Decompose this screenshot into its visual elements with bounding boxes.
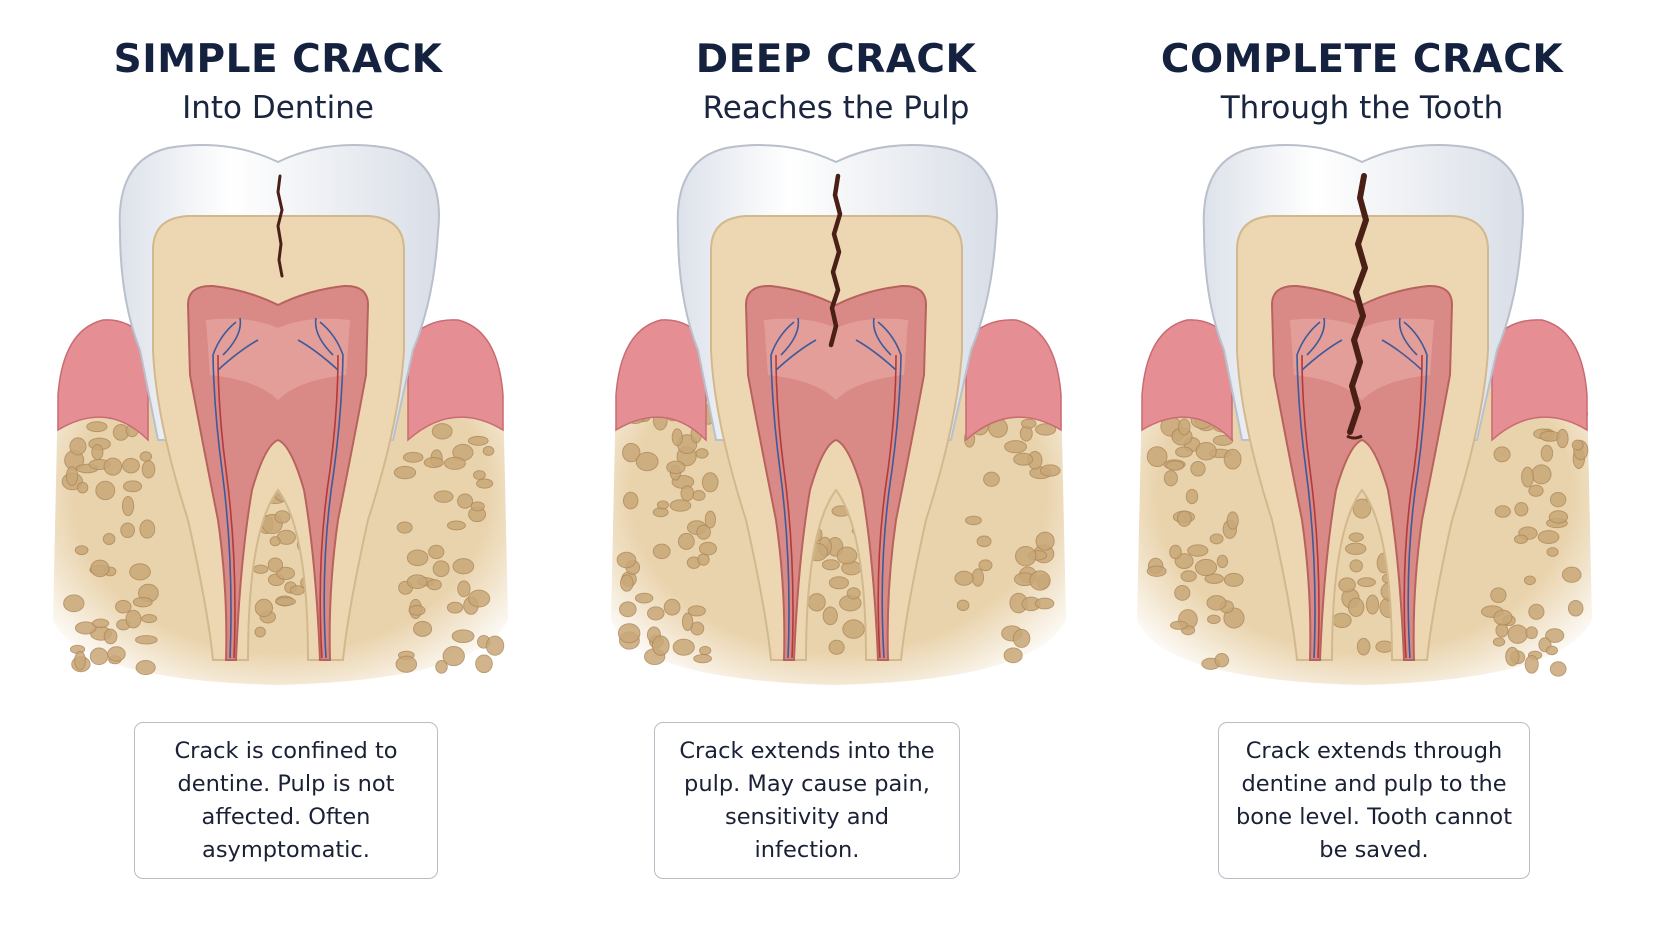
pulp-core bbox=[206, 318, 350, 400]
nerves bbox=[212, 317, 344, 659]
panel-title: COMPLETE CRACK bbox=[1160, 37, 1564, 82]
panel-simple-crack: SIMPLE CRACK Into Dentine Crack is confi… bbox=[8, 0, 548, 941]
caption-box: Crack is confined to dentine. Pulp is no… bbox=[134, 722, 438, 879]
gum-right bbox=[965, 319, 1062, 442]
caption-text: Crack extends through dentine and pulp t… bbox=[1235, 737, 1513, 863]
panel-subtitle: Reaches the Pulp bbox=[702, 90, 970, 126]
caption-text: Crack is confined to dentine. Pulp is no… bbox=[174, 737, 398, 863]
panel-complete-crack: COMPLETE CRACK Through the Tooth Crack e… bbox=[1092, 0, 1632, 941]
tooth-illustration-simple-crack bbox=[53, 144, 508, 685]
pulp bbox=[744, 284, 928, 661]
pulp-core bbox=[764, 318, 908, 400]
nerves bbox=[770, 317, 902, 659]
crack-line bbox=[1347, 173, 1369, 435]
crack-line bbox=[276, 174, 284, 278]
panel-subtitle: Into Dentine bbox=[182, 90, 374, 126]
pulp bbox=[1270, 284, 1454, 661]
pulp bbox=[186, 284, 370, 661]
caption-text: Crack extends into the pulp. May cause p… bbox=[679, 737, 935, 863]
panel-title: SIMPLE CRACK bbox=[113, 37, 443, 82]
panel-title: DEEP CRACK bbox=[695, 37, 977, 82]
caption-box: Crack extends through dentine and pulp t… bbox=[1218, 722, 1530, 879]
crack-line bbox=[828, 173, 843, 348]
gum-right bbox=[407, 319, 504, 442]
tooth-illustration-deep-crack bbox=[611, 144, 1066, 685]
panel-subtitle: Through the Tooth bbox=[1220, 90, 1504, 126]
gum-right bbox=[1491, 319, 1588, 442]
tooth-illustration-complete-crack bbox=[1137, 144, 1592, 685]
nerves bbox=[1296, 317, 1428, 659]
crack-bone-end bbox=[1346, 434, 1363, 440]
panel-deep-crack: DEEP CRACK Reaches the Pulp Crack extend… bbox=[566, 0, 1106, 941]
caption-box: Crack extends into the pulp. May cause p… bbox=[654, 722, 960, 879]
